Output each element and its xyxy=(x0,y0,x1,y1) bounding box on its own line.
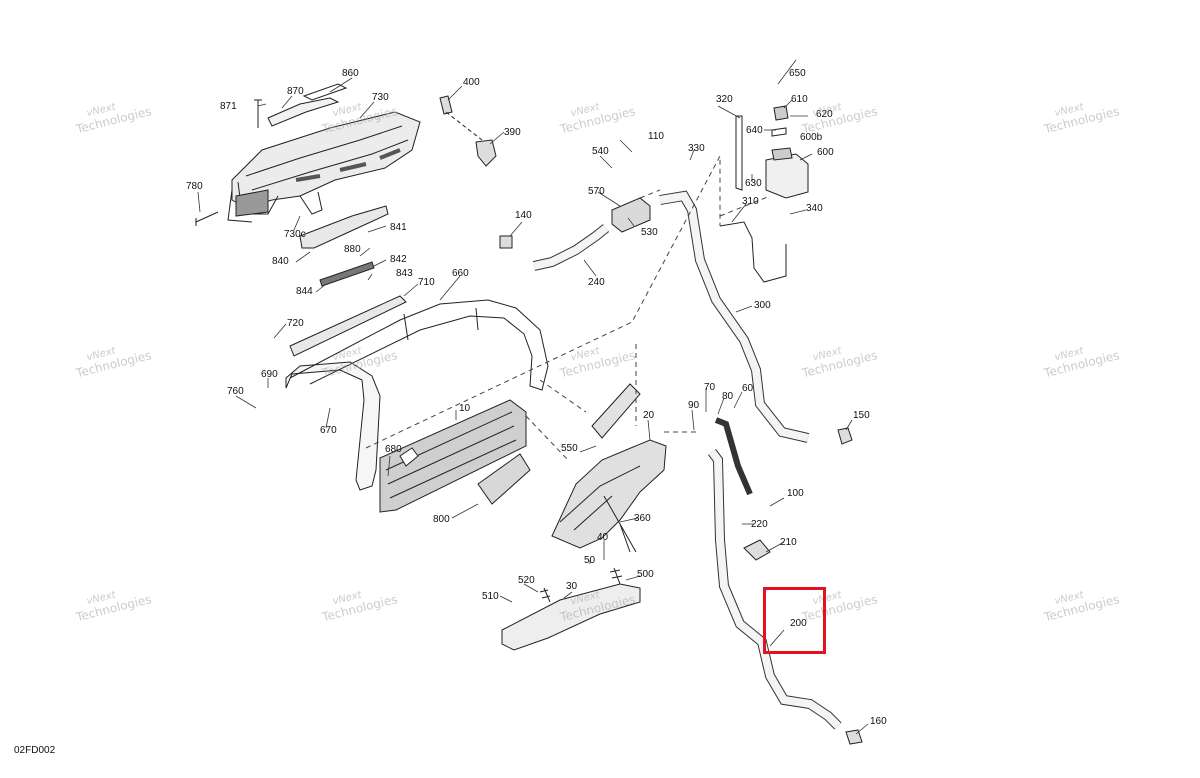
part-label-760: 760 xyxy=(227,386,244,397)
part-870 xyxy=(267,97,340,127)
part-label-80: 80 xyxy=(722,391,734,402)
housing-20 xyxy=(551,439,667,553)
part-label-390: 390 xyxy=(504,127,521,138)
part-label-600: 600 xyxy=(817,147,834,158)
part-label-530: 530 xyxy=(641,227,658,238)
part-label-710: 710 xyxy=(418,277,435,288)
part-label-610: 610 xyxy=(791,94,808,105)
part-label-100: 100 xyxy=(787,488,804,499)
reservoir-600 xyxy=(765,147,809,199)
pin-780 xyxy=(195,211,219,226)
part-label-620: 620 xyxy=(816,109,833,120)
part-label-320: 320 xyxy=(716,94,733,105)
radiator-10 xyxy=(379,399,527,513)
part-860 xyxy=(302,83,348,101)
part-label-330: 330 xyxy=(688,143,705,154)
part-label-680: 680 xyxy=(385,444,402,455)
part-label-340: 340 xyxy=(806,203,823,214)
part-label-400: 400 xyxy=(463,77,480,88)
part-label-650: 650 xyxy=(789,68,806,79)
part-label-310: 310 xyxy=(742,196,759,207)
cap-610 xyxy=(773,105,789,121)
engine-cover xyxy=(227,111,421,223)
part-label-200: 200 xyxy=(790,618,807,629)
part-label-540: 540 xyxy=(592,146,609,157)
part-label-842: 842 xyxy=(390,254,407,265)
part-label-640: 640 xyxy=(746,125,763,136)
panel-upper xyxy=(591,383,641,439)
part-label-220: 220 xyxy=(751,519,768,530)
part-label-841: 841 xyxy=(390,222,407,233)
part-label-840: 840 xyxy=(272,256,289,267)
frame-660 xyxy=(285,299,549,491)
part-label-210: 210 xyxy=(780,537,797,548)
spring-520 xyxy=(539,587,551,603)
panel-800 xyxy=(477,453,531,505)
part-label-50: 50 xyxy=(584,555,596,566)
part-label-843: 843 xyxy=(396,268,413,279)
bracket-210 xyxy=(743,539,771,561)
highlight-box xyxy=(763,587,826,654)
bracket-500 xyxy=(501,583,641,651)
part-label-860: 860 xyxy=(342,68,359,79)
part-label-300: 300 xyxy=(754,300,771,311)
part-label-870: 870 xyxy=(287,86,304,97)
part-label-70: 70 xyxy=(704,382,716,393)
hose-70 xyxy=(714,417,753,496)
hose-310 xyxy=(719,221,787,283)
clamp-140 xyxy=(499,235,513,249)
part-label-720: 720 xyxy=(287,318,304,329)
part-label-60: 60 xyxy=(742,383,754,394)
part-label-160: 160 xyxy=(870,716,887,727)
spring-500 xyxy=(609,567,623,585)
part-label-360: 360 xyxy=(634,513,651,524)
part-label-110: 110 xyxy=(648,131,664,142)
part-label-570: 570 xyxy=(588,186,605,197)
part-label-240: 240 xyxy=(588,277,605,288)
part-label-690: 690 xyxy=(261,369,278,380)
part-label-40: 40 xyxy=(597,532,609,543)
part-label-140: 140 xyxy=(515,210,532,221)
part-label-500: 500 xyxy=(637,569,654,580)
part-label-730: 730 xyxy=(372,92,389,103)
part-label-20: 20 xyxy=(643,410,655,421)
bar-710 xyxy=(289,295,407,357)
hose-320 xyxy=(735,115,743,191)
part-label-520: 520 xyxy=(518,575,535,586)
clamp-160 xyxy=(845,729,863,745)
bolt-871 xyxy=(254,99,262,128)
part-label-730c: 730c xyxy=(284,229,306,240)
part-label-30: 30 xyxy=(566,581,578,592)
clip-400 xyxy=(439,95,453,115)
clip-390 xyxy=(475,139,497,167)
part-label-90: 90 xyxy=(688,400,700,411)
strip-844 xyxy=(319,261,375,287)
part-label-800: 800 xyxy=(433,514,450,525)
part-label-670: 670 xyxy=(320,425,337,436)
part-label-871: 871 xyxy=(220,101,237,112)
hose-300 xyxy=(659,190,810,443)
leader-lines xyxy=(197,59,869,735)
figure-code: 02FD002 xyxy=(14,745,56,756)
cover-grille xyxy=(235,189,269,217)
part-label-844: 844 xyxy=(296,286,313,297)
part-label-880: 880 xyxy=(344,244,361,255)
bracket-840 xyxy=(299,205,389,249)
part-label-600b: 600b xyxy=(800,132,823,143)
part-label-550: 550 xyxy=(561,443,578,454)
part-label-150: 150 xyxy=(853,410,870,421)
part-label-660: 660 xyxy=(452,268,469,279)
clamp-150 xyxy=(837,427,853,445)
assembly-lines xyxy=(365,155,771,461)
part-label-510: 510 xyxy=(482,591,499,602)
ring-640 xyxy=(771,127,787,137)
part-label-630: 630 xyxy=(745,178,762,189)
part-label-10: 10 xyxy=(459,403,471,414)
part-label-780: 780 xyxy=(186,181,203,192)
